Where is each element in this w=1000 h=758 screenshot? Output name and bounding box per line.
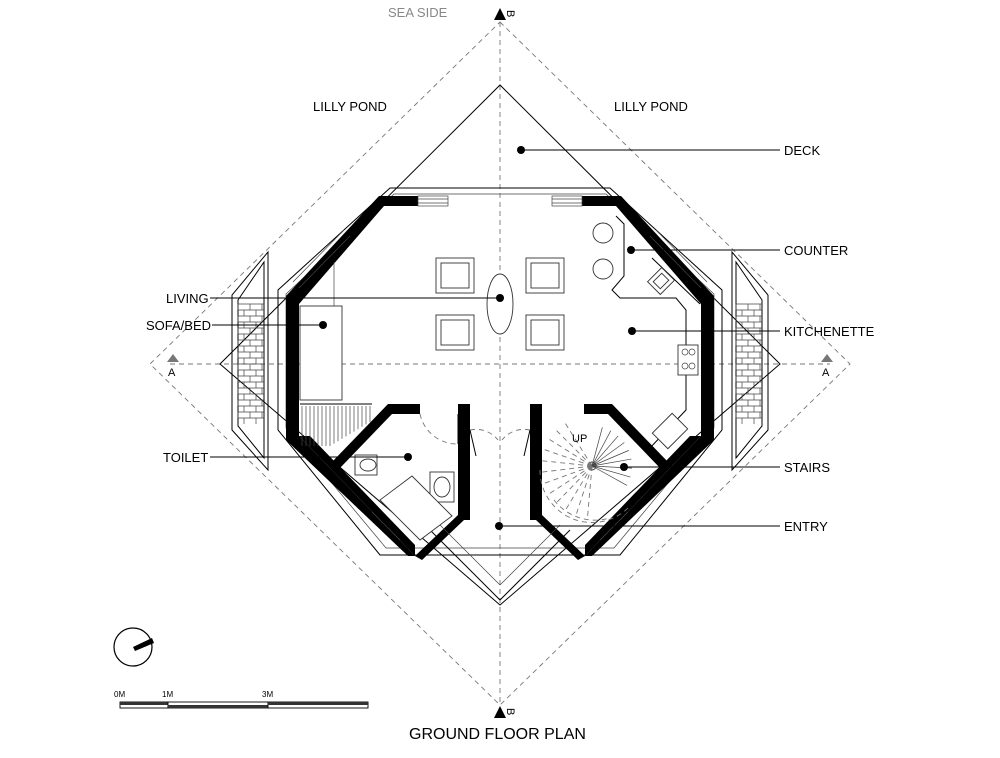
lilly-pond-right-label: LILLY POND <box>614 99 688 114</box>
deck-callout: DECK <box>517 143 820 158</box>
spiral-stairs <box>538 419 632 523</box>
scale-tick-1m: 1M <box>162 690 173 699</box>
section-marker-icon <box>494 706 506 718</box>
kitchenette-callout: KITCHENETTE <box>628 324 875 339</box>
entry-callout: ENTRY <box>495 519 828 534</box>
kitchenette-label: KITCHENETTE <box>784 324 875 339</box>
living-callout: LIVING <box>166 291 504 306</box>
site-outline <box>149 21 851 706</box>
toilet-callout: TOILET <box>163 450 412 465</box>
stairs-up-label: UP <box>572 433 587 445</box>
section-marker-icon <box>821 354 833 362</box>
section-marker-left: A <box>167 354 179 379</box>
sofa-bed-callout: SOFA/BED <box>146 318 327 333</box>
drawing-title: GROUND FLOOR PLAN <box>409 726 586 743</box>
scale-bar: 0M 1M 3M <box>114 690 369 709</box>
living-label: LIVING <box>166 291 209 306</box>
section-marker-right: A <box>821 354 833 379</box>
lilly-pond-left-label: LILLY POND <box>313 99 387 114</box>
kitchen-counter <box>592 215 701 463</box>
section-marker-bottom: B <box>494 706 516 718</box>
entry-path <box>429 524 571 601</box>
section-label-b-bottom: B <box>504 708 516 715</box>
scale-tick-3m: 3M <box>262 690 273 699</box>
stairs-label: STAIRS <box>784 460 830 475</box>
doors <box>419 413 531 457</box>
entry-label: ENTRY <box>784 519 828 534</box>
toilet-label: TOILET <box>163 450 208 465</box>
living-furniture <box>435 257 565 351</box>
section-marker-icon <box>494 8 506 20</box>
north-arrow-icon <box>113 627 154 667</box>
section-marker-icon <box>167 354 179 362</box>
toilet-fixtures <box>354 454 455 541</box>
brick-planter-right <box>731 250 769 472</box>
section-label-b-top: B <box>504 10 516 17</box>
sofa-bed-label: SOFA/BED <box>146 318 211 333</box>
scale-tick-0m: 0M <box>114 690 125 699</box>
deck-label: DECK <box>784 143 820 158</box>
sea-side-label: SEA SIDE <box>388 5 448 20</box>
brick-planter-left <box>231 250 269 472</box>
section-label-a-right: A <box>822 367 830 379</box>
storage-hatch <box>300 403 372 446</box>
section-label-a-left: A <box>168 367 176 379</box>
stairs-callout: STAIRS <box>620 460 830 475</box>
counter-label: COUNTER <box>784 243 848 258</box>
counter-callout: COUNTER <box>627 243 848 258</box>
section-marker-top: B <box>494 8 516 20</box>
